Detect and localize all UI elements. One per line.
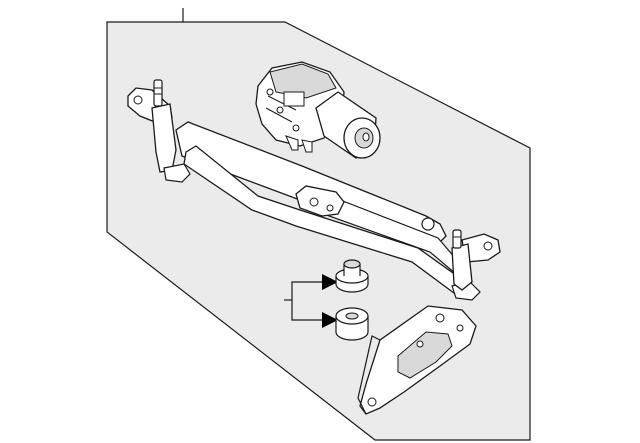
bracket-hole-right	[456, 324, 464, 332]
motor-rib-1	[267, 95, 297, 111]
wiper-motor	[255, 61, 381, 159]
motor-connector	[283, 91, 305, 107]
bushing-callout	[284, 274, 338, 328]
left-pivot-shaft	[127, 79, 191, 183]
motor-leg-2	[301, 139, 313, 153]
upper-bushing	[335, 259, 369, 293]
lower-bushing-hole	[345, 312, 359, 320]
right-spline-shaft	[452, 229, 462, 249]
bracket-flange	[357, 335, 381, 415]
lower-bushing	[335, 307, 369, 341]
left-foot	[163, 163, 191, 183]
motor-boss-3	[292, 124, 300, 132]
motor-gearbox-top	[269, 63, 337, 99]
upper-bushing-top	[343, 259, 361, 269]
right-pivot-housing	[451, 243, 473, 291]
linkage-main-tube	[175, 121, 447, 245]
wiper-linkage	[175, 121, 481, 301]
motor-leg-1	[285, 135, 299, 151]
bushing-bracket-line	[291, 281, 322, 321]
bracket-hole-top	[435, 313, 445, 323]
bracket-cutout	[397, 331, 453, 379]
crank-hole	[309, 197, 319, 207]
bracket-hole-mid	[416, 340, 424, 348]
motor-boss-2	[276, 106, 284, 114]
mounting-bracket	[357, 305, 477, 415]
motor-boss-1	[266, 88, 274, 96]
left-spline-shaft	[153, 79, 163, 107]
right-mount-hole	[483, 241, 493, 251]
right-pivot-shaft	[451, 229, 501, 291]
arrow-lower	[322, 312, 338, 328]
bracket-hole-bottom	[367, 397, 377, 407]
arrow-upper	[322, 274, 338, 290]
crank-rivet	[326, 204, 334, 212]
motor-rib-2	[265, 107, 293, 123]
left-mount-hole	[133, 95, 143, 105]
ball-joint-right	[421, 217, 435, 231]
motor-can-hub	[362, 132, 370, 142]
